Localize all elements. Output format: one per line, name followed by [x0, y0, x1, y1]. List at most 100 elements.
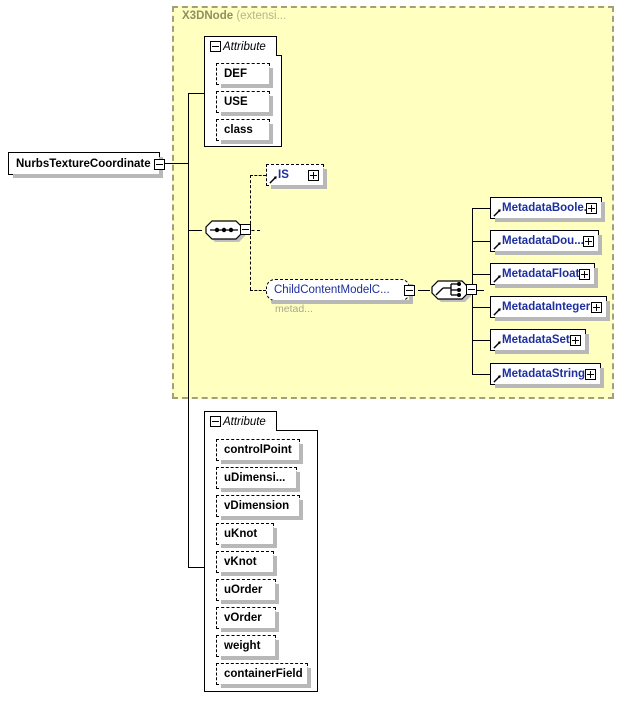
connector-sequence-to-branch	[246, 230, 260, 231]
element-metadata-string-shadow	[600, 368, 604, 388]
element-is[interactable]: IS	[266, 164, 327, 189]
attribute-vorder-label: vOrder	[224, 612, 262, 624]
attribute-def-shadow	[269, 68, 273, 88]
element-is-expand-toggle-plus-icon[interactable]	[308, 170, 319, 181]
plus-bar-v	[313, 172, 314, 179]
element-metadata-string[interactable]: MetadataString	[490, 363, 604, 388]
connector-childcontent-to-choice	[418, 290, 430, 291]
attribute-uorder-label: uOrder	[224, 584, 263, 596]
connector-trunk-to-inherited-attributes	[188, 93, 204, 94]
connector-metadata-branch-2	[472, 274, 490, 275]
element-child-content-model[interactable]: ChildContentModelC...	[266, 279, 415, 304]
element-metadata-set-label: MetadataSet	[502, 334, 570, 346]
attribute-use[interactable]: USE	[216, 91, 273, 116]
reference-arrow-icon	[493, 308, 501, 316]
attribute-vknot-label: vKnot	[224, 556, 257, 568]
sequence-compositor-icon[interactable]	[202, 217, 251, 243]
plus-bar-v	[575, 337, 576, 344]
attribute-udimension[interactable]: uDimensi...	[216, 467, 300, 492]
root-element-nurbstexturecoordinate[interactable]: NurbsTextureCoordinate	[8, 152, 165, 178]
element-metadata-float-shadow	[594, 268, 598, 288]
element-metadata-integer[interactable]: MetadataInteger	[490, 296, 610, 321]
attribute-vdimension[interactable]: vDimension	[216, 495, 303, 520]
element-metadata-boolean[interactable]: MetadataBoole...	[490, 197, 605, 222]
reference-arrow-icon	[493, 209, 501, 217]
connector-choice-to-metadata-trunk	[472, 290, 484, 291]
attribute-uorder-shadow	[275, 584, 279, 604]
attribute-vdimension-shadow	[299, 500, 303, 520]
attribute-containerfield[interactable]: containerField	[216, 663, 311, 688]
metadata-set-expand-toggle-plus-icon[interactable]	[570, 335, 581, 346]
reference-arrow-icon	[493, 242, 501, 250]
minus-bar	[212, 46, 219, 47]
connector-main-trunk	[188, 93, 189, 567]
element-metadata-float[interactable]: MetadataFloat	[490, 263, 598, 288]
element-metadata-boolean-label: MetadataBoole...	[502, 202, 594, 214]
attribute-uknot[interactable]: uKnot	[216, 523, 277, 548]
attribute-udimension-shadow	[296, 472, 300, 492]
attribute-vknot[interactable]: vKnot	[216, 551, 277, 576]
attribute-weight[interactable]: weight	[216, 635, 279, 660]
element-metadata-set[interactable]: MetadataSet	[490, 329, 589, 354]
own-attribute-collapse-toggle-minus-icon[interactable]	[210, 416, 221, 427]
attribute-use-label: USE	[224, 96, 248, 108]
element-is-shadow	[323, 169, 327, 189]
element-metadata-float-label: MetadataFloat	[502, 268, 580, 280]
attribute-def[interactable]: DEF	[216, 63, 273, 88]
attribute-class-shadow	[269, 124, 273, 144]
connector-root-to-trunk	[160, 163, 188, 164]
attribute-def-label: DEF	[224, 68, 247, 80]
attribute-weight-label: weight	[224, 640, 261, 652]
attribute-containerfield-shadow	[307, 668, 311, 688]
attribute-controlpoint-label: controlPoint	[224, 444, 292, 456]
attribute-controlpoint-shadow	[299, 444, 303, 464]
attribute-uknot-label: uKnot	[224, 528, 258, 540]
metadata-integer-expand-toggle-plus-icon[interactable]	[591, 302, 602, 313]
inherited-attribute-group-tab[interactable]: Attribute	[204, 36, 277, 56]
choice-collapse-toggle-minus-icon[interactable]	[466, 284, 477, 295]
metadata-float-expand-toggle-plus-icon[interactable]	[579, 269, 590, 280]
connector-metadata-branch-4	[472, 340, 490, 341]
attribute-uorder[interactable]: uOrder	[216, 579, 279, 604]
metadata-string-expand-toggle-plus-icon[interactable]	[585, 369, 596, 380]
child-content-model-caption: metad...	[275, 303, 313, 315]
x3dnode-extension-title-light: (extensi...	[236, 10, 287, 22]
minus-bar	[156, 164, 163, 165]
attribute-class[interactable]: class	[216, 119, 273, 144]
root-collapse-toggle-minus-icon[interactable]	[154, 159, 165, 170]
attribute-controlpoint[interactable]: controlPoint	[216, 439, 303, 464]
attribute-vdimension-label: vDimension	[224, 500, 290, 512]
minus-bar	[242, 229, 249, 230]
minus-bar	[212, 421, 219, 422]
minus-bar	[468, 289, 475, 290]
element-metadata-double-shadow	[598, 235, 602, 255]
element-metadata-double-label: MetadataDou...	[502, 235, 584, 247]
inherited-attribute-collapse-toggle-minus-icon[interactable]	[210, 41, 221, 52]
connector-trunk-to-own-attributes	[188, 567, 204, 568]
attribute-weight-shadow	[275, 640, 279, 660]
element-metadata-boolean-shadow	[601, 202, 605, 222]
reference-arrow-icon	[493, 375, 501, 383]
element-metadata-double[interactable]: MetadataDou...	[490, 230, 602, 255]
element-metadata-integer-label: MetadataInteger	[502, 301, 591, 313]
connector-branch-to-child-content-model	[250, 290, 266, 291]
child-content-model-collapse-toggle-minus-icon[interactable]	[404, 285, 415, 296]
own-attribute-group-tab[interactable]: Attribute	[204, 411, 277, 431]
sequence-collapse-toggle-minus-icon[interactable]	[240, 224, 251, 235]
plus-bar-v	[591, 205, 592, 212]
connector-metadata-branch-1	[472, 241, 490, 242]
reference-arrow-icon	[269, 176, 277, 184]
attribute-vorder[interactable]: vOrder	[216, 607, 279, 632]
connector-metadata-branch-3	[472, 307, 490, 308]
element-is-label: IS	[278, 169, 289, 181]
element-metadata-set-shadow	[585, 334, 589, 354]
choice-compositor-icon[interactable]	[428, 277, 477, 303]
metadata-double-expand-toggle-plus-icon[interactable]	[583, 236, 594, 247]
attribute-udimension-label: uDimensi...	[224, 472, 286, 484]
plus-bar-v	[588, 238, 589, 245]
minus-bar	[406, 290, 413, 291]
plus-bar-v	[584, 271, 585, 278]
connector-metadata-branch-5	[472, 374, 490, 375]
metadata-boolean-expand-toggle-plus-icon[interactable]	[586, 203, 597, 214]
